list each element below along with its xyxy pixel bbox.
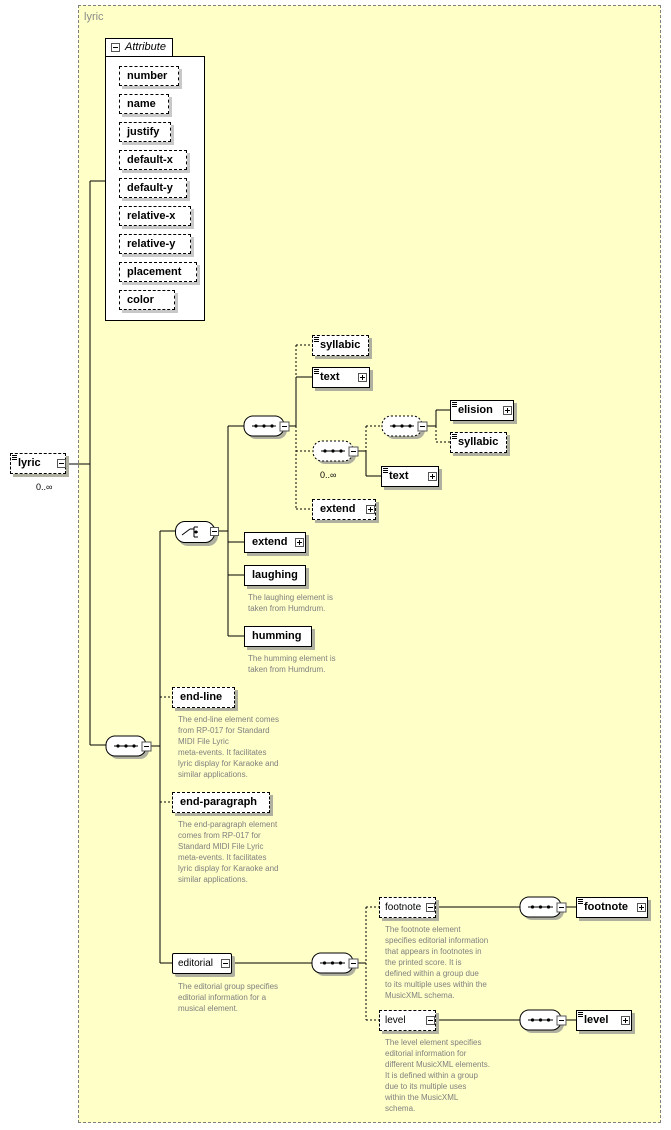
attribute-group-label: Attribute: [125, 41, 166, 53]
attribute-number[interactable]: number: [119, 66, 179, 86]
collapse-icon[interactable]: [426, 1016, 435, 1025]
expand-icon[interactable]: [637, 903, 646, 912]
sequence-compositor-level[interactable]: [519, 1009, 564, 1033]
expand-icon[interactable]: [358, 373, 367, 382]
attribute-justify[interactable]: justify: [119, 122, 171, 142]
collapse-icon[interactable]: [141, 741, 152, 752]
choice-compositor[interactable]: [175, 521, 215, 543]
panel-title: lyric: [84, 11, 104, 23]
elision-element[interactable]: elision: [450, 400, 514, 421]
footnote-group[interactable]: footnote: [379, 897, 436, 918]
collapse-icon[interactable]: [426, 903, 435, 912]
collapse-icon[interactable]: [111, 43, 120, 52]
text-element-2[interactable]: text: [381, 466, 439, 487]
end-paragraph-element[interactable]: end-paragraph: [172, 792, 270, 813]
sequence-compositor-repeat[interactable]: [312, 440, 356, 464]
collapse-icon[interactable]: [210, 527, 219, 536]
sequence-cardinality: 0..∞: [320, 470, 337, 480]
level-group[interactable]: level: [379, 1010, 436, 1031]
expand-icon[interactable]: [621, 1016, 630, 1025]
sequence-compositor-editorial[interactable]: [311, 952, 356, 976]
level-element[interactable]: level: [576, 1010, 632, 1031]
attribute-placement[interactable]: placement: [119, 262, 197, 282]
collapse-icon[interactable]: [57, 459, 66, 468]
attribute-color[interactable]: color: [119, 290, 175, 310]
sequence-compositor[interactable]: [243, 415, 287, 439]
editorial-group[interactable]: editorial: [172, 953, 232, 974]
syllabic-element[interactable]: syllabic: [312, 335, 369, 356]
syllabic-element-2[interactable]: syllabic: [450, 432, 507, 453]
laughing-element[interactable]: laughing: [244, 565, 306, 586]
humming-element[interactable]: humming: [244, 626, 312, 647]
collapse-icon[interactable]: [417, 421, 428, 432]
attribute-default-y[interactable]: default-y: [119, 178, 187, 198]
expand-icon[interactable]: [503, 406, 512, 415]
choice-icon: [181, 526, 198, 538]
sequence-compositor-main[interactable]: [105, 735, 149, 759]
attribute-relative-x[interactable]: relative-x: [119, 206, 191, 226]
collapse-icon[interactable]: [348, 958, 359, 969]
attribute-name[interactable]: name: [119, 94, 169, 114]
collapse-icon[interactable]: [556, 902, 567, 913]
root-label: lyric: [18, 457, 41, 469]
expand-icon[interactable]: [366, 505, 375, 514]
extend-element-optional[interactable]: extend: [312, 499, 376, 520]
collapse-icon[interactable]: [556, 1015, 567, 1026]
root-cardinality: 0..∞: [36, 482, 53, 492]
end-line-element[interactable]: end-line: [172, 687, 235, 708]
footnote-element[interactable]: footnote: [576, 897, 648, 918]
collapse-icon[interactable]: [348, 446, 359, 457]
collapse-icon[interactable]: [221, 959, 230, 968]
attribute-default-x[interactable]: default-x: [119, 150, 187, 170]
collapse-icon[interactable]: [279, 421, 290, 432]
expand-icon[interactable]: [295, 538, 304, 547]
attribute-relative-y[interactable]: relative-y: [119, 234, 191, 254]
sequence-compositor-optional[interactable]: [381, 415, 425, 439]
text-element[interactable]: text: [312, 367, 370, 388]
expand-icon[interactable]: [428, 472, 437, 481]
root-element-lyric[interactable]: lyric: [10, 453, 66, 474]
extend-element[interactable]: extend: [244, 532, 306, 553]
attribute-group-tab[interactable]: [105, 38, 173, 57]
